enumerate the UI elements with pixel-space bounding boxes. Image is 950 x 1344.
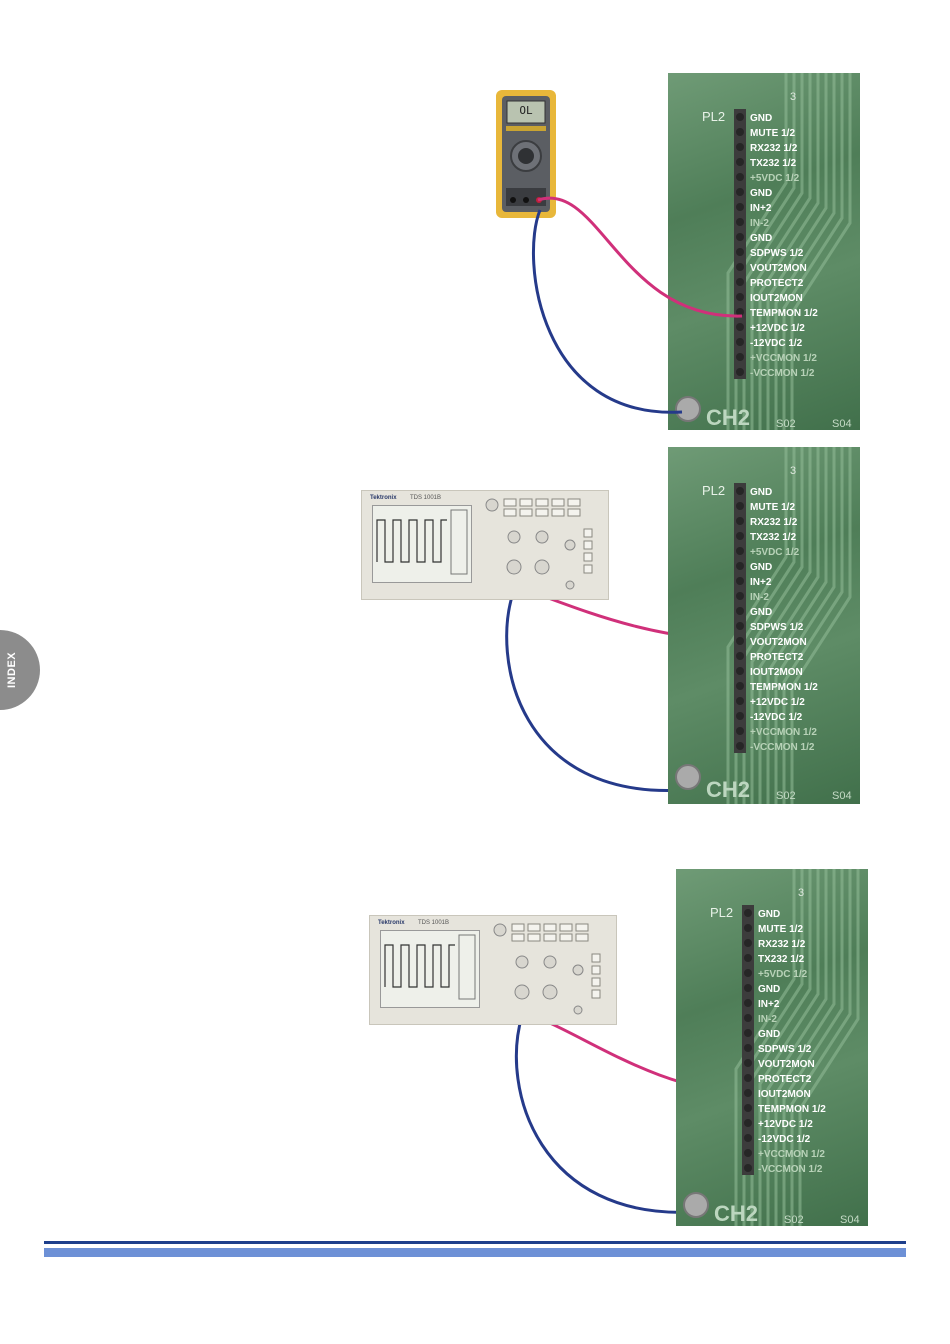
pin-label-list: GND MUTE 1/2 RX232 1/2 TX232 1/2 +5VDC 1… xyxy=(758,907,826,1177)
pin-label: GND xyxy=(750,188,773,199)
pin-label: -VCCMON 1/2 xyxy=(750,742,815,753)
pin-label: GND xyxy=(758,984,781,995)
pin-label: SDPWS 1/2 xyxy=(758,1044,812,1055)
pl2-label: PL2 xyxy=(702,109,726,124)
pin-label: IN-2 xyxy=(750,218,769,229)
waveform xyxy=(376,509,468,575)
pin-label: -VCCMON 1/2 xyxy=(758,1164,823,1175)
pin-label-list: GND MUTE 1/2 RX232 1/2 TX232 1/2 +5VDC 1… xyxy=(750,111,818,381)
pin-label: SDPWS 1/2 xyxy=(750,248,804,259)
ch2-label: CH2 xyxy=(706,777,751,802)
pin-number-label: 3 xyxy=(790,465,797,477)
scope-model: TDS 1001B xyxy=(418,920,450,926)
multimeter-body xyxy=(502,96,550,212)
pin-label: GND xyxy=(758,1029,781,1040)
pin-label: RX232 1/2 xyxy=(750,517,798,528)
s02-label: S02 xyxy=(776,790,796,802)
pin-label: RX232 1/2 xyxy=(750,143,798,154)
scope-controls xyxy=(493,923,601,1015)
pin-label: IN+2 xyxy=(750,203,772,214)
scope-controls xyxy=(485,498,593,590)
pin-label: -VCCMON 1/2 xyxy=(750,368,815,379)
scope-brand: Tektronix xyxy=(378,920,405,926)
oscilloscope-2: Tektronix TDS 1001B xyxy=(369,915,617,1025)
pin-label: IN-2 xyxy=(750,592,769,603)
s04-label: S04 xyxy=(840,1214,860,1226)
pin-label: +5VDC 1/2 xyxy=(750,547,800,558)
ch2-label: CH2 xyxy=(706,405,751,430)
pin-label: VOUT2MON xyxy=(758,1059,815,1070)
waveform xyxy=(384,934,476,1000)
pl2-label: PL2 xyxy=(710,905,734,920)
oscilloscope-1: Tektronix TDS 1001B xyxy=(361,490,609,600)
pin-label: IOUT2MON xyxy=(750,293,803,304)
pcb-photo-3: PL2 3 GND MUTE 1/2 RX232 1/2 TX232 1/2 +… xyxy=(676,869,868,1226)
pin-number-label: 3 xyxy=(798,887,805,899)
pin-label: +VCCMON 1/2 xyxy=(750,353,817,364)
pin-label: RX232 1/2 xyxy=(758,939,806,950)
s04-label: S04 xyxy=(832,790,852,802)
pin-label: TX232 1/2 xyxy=(758,954,805,965)
pin-label: TX232 1/2 xyxy=(750,532,797,543)
pin-label: IN+2 xyxy=(758,999,780,1010)
pin-label: TEMPMON 1/2 xyxy=(758,1104,826,1115)
pin-label: GND xyxy=(750,233,773,244)
pin-label: PROTECT2 xyxy=(758,1074,812,1085)
pin-label: GND xyxy=(758,909,781,920)
footer-rule-light xyxy=(44,1248,906,1257)
pin-label: GND xyxy=(750,113,773,124)
scope-screen xyxy=(380,930,480,1008)
pin-label: -12VDC 1/2 xyxy=(758,1134,811,1145)
pcb-traces xyxy=(675,73,852,430)
pin-label: MUTE 1/2 xyxy=(750,128,796,139)
pin-label: GND xyxy=(750,562,773,573)
pin-label: SDPWS 1/2 xyxy=(750,622,804,633)
pin-label: IN-2 xyxy=(758,1014,777,1025)
pin-label: +VCCMON 1/2 xyxy=(750,727,817,738)
pcb-traces xyxy=(675,447,852,804)
pin-label: TEMPMON 1/2 xyxy=(750,682,818,693)
pin-label: MUTE 1/2 xyxy=(758,924,804,935)
ground-screw xyxy=(683,1192,709,1218)
footer-rule-dark xyxy=(44,1241,906,1244)
pin-label: IN+2 xyxy=(750,577,772,588)
pin-label: +12VDC 1/2 xyxy=(750,323,805,334)
pin-label: -12VDC 1/2 xyxy=(750,712,803,723)
ground-screw xyxy=(675,764,701,790)
pin-label: IOUT2MON xyxy=(758,1089,811,1100)
pin-label: +5VDC 1/2 xyxy=(758,969,808,980)
pin-label: VOUT2MON xyxy=(750,263,807,274)
pin-label-list: GND MUTE 1/2 RX232 1/2 TX232 1/2 +5VDC 1… xyxy=(750,485,818,755)
pin-label: +12VDC 1/2 xyxy=(750,697,805,708)
pin-label: PROTECT2 xyxy=(750,278,804,289)
pcb-photo-2: PL2 3 GND MUTE 1/2 RX232 1/2 TX232 1/2 +… xyxy=(668,447,860,804)
pin-label: TX232 1/2 xyxy=(750,158,797,169)
pl2-label: PL2 xyxy=(702,483,726,498)
s02-label: S02 xyxy=(784,1214,804,1226)
pin-label: +12VDC 1/2 xyxy=(758,1119,813,1130)
multimeter: OL xyxy=(496,90,556,218)
pin-label: TEMPMON 1/2 xyxy=(750,308,818,319)
pin-label: GND xyxy=(750,487,773,498)
pin-label: PROTECT2 xyxy=(750,652,804,663)
pin-label: MUTE 1/2 xyxy=(750,502,796,513)
pcb-photo-1: PL2 3 GND MUTE 1/2 RX232 1/2 TX232 1/2 +… xyxy=(668,73,860,430)
scope-brand: Tektronix xyxy=(370,495,397,501)
pin-label: +VCCMON 1/2 xyxy=(758,1149,825,1160)
ch2-label: CH2 xyxy=(714,1201,759,1226)
pin-number-label: 3 xyxy=(790,91,797,103)
multimeter-display: OL xyxy=(519,104,533,117)
scope-model: TDS 1001B xyxy=(410,495,442,501)
pin-label: VOUT2MON xyxy=(750,637,807,648)
s02-label: S02 xyxy=(776,418,796,430)
s04-label: S04 xyxy=(832,418,852,430)
pin-label: IOUT2MON xyxy=(750,667,803,678)
pin-label: -12VDC 1/2 xyxy=(750,338,803,349)
scope-screen xyxy=(372,505,472,583)
pcb-traces xyxy=(683,869,860,1226)
pin-label: GND xyxy=(750,607,773,618)
pin-label: +5VDC 1/2 xyxy=(750,173,800,184)
ground-screw xyxy=(675,396,701,422)
